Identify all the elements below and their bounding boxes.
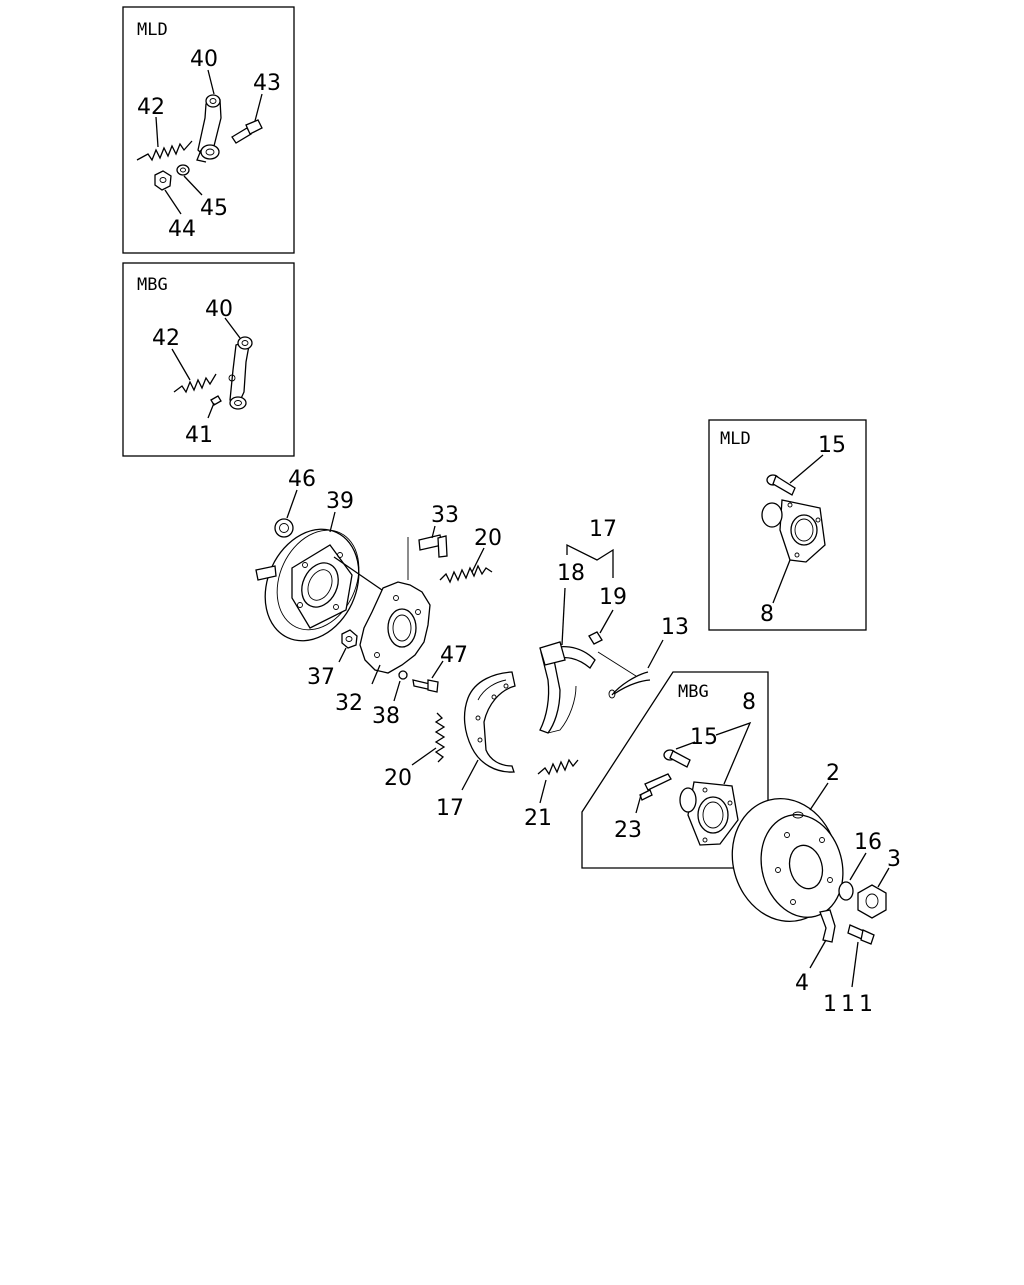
- inset-mld-right: MLD 15 8: [708, 419, 867, 631]
- inset-mbg-center: MBG 8 15 23: [581, 671, 769, 869]
- bolt-part: [663, 749, 691, 768]
- callout-8: 8: [760, 602, 774, 627]
- bolt-part: [847, 924, 875, 945]
- callout-37: 37: [307, 665, 335, 690]
- callout-21: 21: [524, 806, 552, 831]
- callout-2: 2: [826, 761, 840, 786]
- callout-17: 17: [589, 517, 617, 542]
- pin-part: [210, 395, 222, 406]
- callout-44: 44: [168, 217, 196, 242]
- callout-45: 45: [200, 196, 228, 221]
- callout-19: 19: [599, 585, 627, 610]
- inset-label: MLD: [137, 20, 168, 40]
- spring-part: [173, 373, 217, 394]
- callout-40: 40: [205, 297, 233, 322]
- callout-16: 16: [854, 830, 882, 855]
- callout-42: 42: [137, 95, 165, 120]
- callout-38: 38: [372, 704, 400, 729]
- hub-flange-part: [679, 781, 739, 846]
- inset-frame: [708, 419, 867, 631]
- inset-mbg-top: MBG 40 42 41: [122, 262, 295, 457]
- bolt-part: [412, 679, 439, 693]
- lever-part: [196, 94, 222, 163]
- callout-17: 17: [436, 796, 464, 821]
- callout-42: 42: [152, 326, 180, 351]
- cam-plate-part: [359, 581, 431, 674]
- clip-part: [819, 909, 836, 943]
- callout-3: 3: [887, 847, 901, 872]
- callout-15: 15: [818, 433, 846, 458]
- nut-part: [154, 170, 172, 191]
- inset-frame: [581, 671, 769, 869]
- callout-46: 46: [288, 467, 316, 492]
- washer-part: [838, 881, 854, 901]
- callout-20: 20: [384, 766, 412, 791]
- callout-43: 43: [253, 71, 281, 96]
- pin-part: [418, 534, 448, 558]
- callout-39: 39: [326, 489, 354, 514]
- spring-part: [434, 712, 446, 763]
- main-assembly: 46 39 33 20 17 18 19 13 37 47 32 38 20 1…: [255, 467, 901, 1017]
- callout-18: 18: [557, 561, 585, 586]
- clip-part: [398, 670, 408, 680]
- lever-part: [228, 336, 253, 410]
- nut-part: [857, 884, 887, 919]
- drum-part: [731, 797, 844, 923]
- callout-47: 47: [440, 643, 468, 668]
- spring-part: [439, 564, 493, 584]
- spring-part: [136, 140, 193, 162]
- return-spring-part: [608, 671, 651, 699]
- washer-part: [176, 164, 190, 176]
- washer-part: [274, 518, 294, 538]
- callout-4: 4: [795, 971, 809, 996]
- callout-8: 8: [742, 690, 756, 715]
- nut-part: [341, 629, 358, 649]
- callout-32: 32: [335, 691, 363, 716]
- backing-plate-part: [255, 528, 360, 642]
- callout-111: 111: [823, 992, 877, 1017]
- bolt-part: [231, 119, 263, 144]
- brake-shoe-part: [539, 641, 596, 734]
- inset-label: MBG: [678, 682, 709, 702]
- callout-15: 15: [690, 725, 718, 750]
- inset-frame: [122, 6, 295, 254]
- callout-20: 20: [474, 526, 502, 551]
- inset-label: MLD: [720, 429, 751, 449]
- callout-41: 41: [185, 423, 213, 448]
- flange-part: [761, 499, 826, 563]
- brake-shoe-part: [463, 671, 516, 773]
- callout-33: 33: [431, 503, 459, 528]
- bolt-part: [766, 474, 796, 496]
- inset-frame: [122, 262, 295, 457]
- inset-label: MBG: [137, 275, 168, 295]
- bolt-part: [588, 631, 603, 645]
- callout-40: 40: [190, 47, 218, 72]
- adjuster-spring-part: [537, 758, 579, 776]
- callout-13: 13: [661, 615, 689, 640]
- callout-23: 23: [614, 818, 642, 843]
- inset-mld-top: MLD 40 43: [122, 6, 295, 254]
- stud-part: [639, 773, 672, 801]
